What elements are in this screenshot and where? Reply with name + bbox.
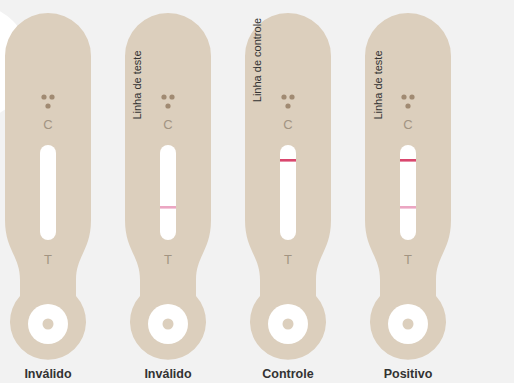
cassette-outline (245, 13, 331, 360)
test-line (160, 206, 176, 209)
control-letter: C (243, 118, 333, 132)
result-label: Inválido (0, 367, 108, 382)
sample-well (28, 304, 68, 344)
dot (289, 94, 294, 99)
result-label: Controle (228, 367, 348, 382)
result-window (40, 145, 56, 240)
test-letter: T (123, 253, 213, 267)
dot (169, 94, 174, 99)
result-window (400, 145, 416, 240)
dot (405, 103, 410, 108)
control-line (400, 159, 416, 162)
cassette-body (3, 8, 93, 383)
cassette-outline (365, 13, 451, 360)
test-cassette: CTInválido (3, 8, 93, 383)
control-letter: C (363, 118, 453, 132)
line-callout: Linha de teste (372, 50, 384, 119)
line-callout: Linha de teste (131, 50, 143, 119)
well-dot (283, 319, 294, 330)
test-letter: T (243, 253, 333, 267)
dot (49, 94, 54, 99)
well-dot (43, 319, 54, 330)
dot (281, 94, 286, 99)
sample-well (148, 304, 188, 344)
control-letter: C (3, 118, 93, 132)
dot (41, 94, 46, 99)
control-letter: C (123, 118, 213, 132)
test-letter: T (363, 253, 453, 267)
well-dot (403, 319, 414, 330)
dot (401, 94, 406, 99)
dot (45, 103, 50, 108)
line-callout: Linha de controle (251, 18, 263, 102)
sample-well (268, 304, 308, 344)
well-dot (163, 319, 174, 330)
result-label: Inválido (108, 367, 228, 382)
dot (161, 94, 166, 99)
test-letter: T (3, 253, 93, 267)
control-line (280, 159, 296, 162)
result-window (160, 145, 176, 240)
cassette-outline (125, 13, 211, 360)
dot (285, 103, 290, 108)
test-line (400, 206, 416, 209)
cassette-outline (5, 13, 91, 360)
sample-well (388, 304, 428, 344)
result-window (280, 145, 296, 240)
dot (165, 103, 170, 108)
result-label: Positivo (348, 367, 468, 382)
dot (409, 94, 414, 99)
